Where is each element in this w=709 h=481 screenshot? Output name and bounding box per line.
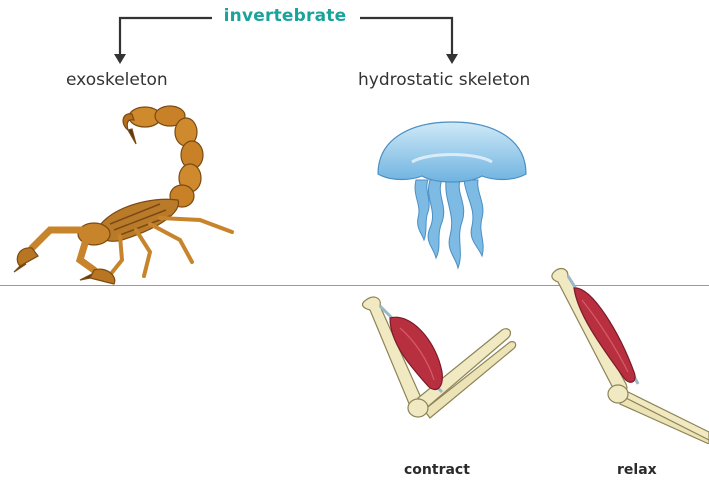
jellyfish-illustration — [372, 118, 532, 273]
left-arrowhead — [114, 54, 126, 64]
root-label: invertebrate — [210, 6, 360, 26]
relax-label: relax — [617, 462, 657, 478]
exoskeleton-label: exoskeleton — [66, 70, 168, 90]
scorpion-illustration — [10, 100, 250, 285]
hydrostatic-skeleton-label: hydrostatic skeleton — [358, 70, 530, 90]
left-connector — [120, 18, 212, 56]
right-connector — [360, 18, 452, 56]
contract-label: contract — [404, 462, 470, 478]
contract-arm-illustration — [352, 288, 522, 428]
relax-arm-illustration — [550, 264, 709, 444]
right-arrowhead — [446, 54, 458, 64]
